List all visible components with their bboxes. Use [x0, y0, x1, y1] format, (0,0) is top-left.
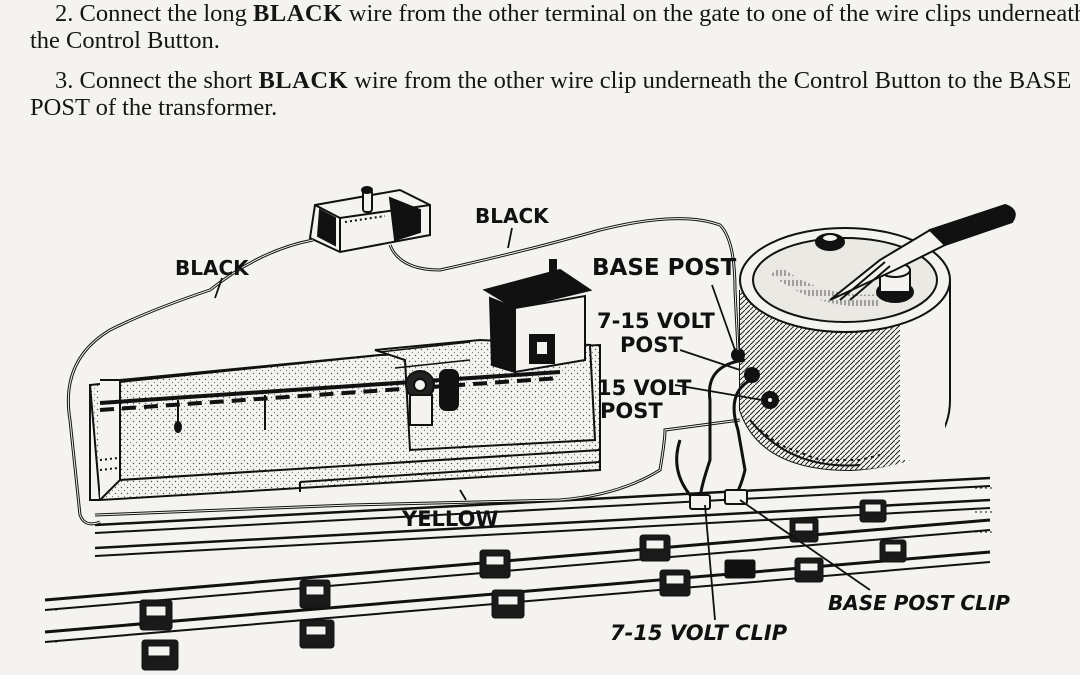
label-15-volt-post-line2: POST — [600, 399, 663, 423]
label-base-post-clip: BASE POST CLIP — [828, 591, 1010, 615]
instruction-step-3: 3. Connect the short BLACK wire from the… — [30, 67, 1080, 121]
step-2-wire-color: BLACK — [253, 0, 343, 27]
diagram-labels: BLACK BLACK BASE POST 7-15 VOLT POST 15 … — [175, 204, 1010, 645]
track-ties — [139, 499, 907, 671]
label-7-15-volt-clip: 7-15 VOLT CLIP — [610, 621, 788, 645]
label-7-15-volt-post-line2: POST — [620, 333, 683, 357]
label-15-volt-post-line1: 15 VOLT — [597, 376, 692, 400]
instruction-step-2: 2. Connect the long BLACK wire from the … — [30, 0, 1080, 54]
leader-lines — [214, 227, 871, 621]
label-base-post: BASE POST — [592, 255, 737, 281]
transformer — [731, 203, 1016, 472]
step-3-wire-color: BLACK — [258, 67, 349, 94]
label-black-long: BLACK — [175, 256, 250, 280]
label-black-short: BLACK — [475, 204, 550, 228]
step-3-number: 3. — [55, 67, 74, 94]
step-2-text-pre: Connect the long — [79, 0, 247, 27]
label-7-15-volt-post-line1: 7-15 VOLT — [597, 309, 716, 333]
control-button — [308, 186, 431, 254]
step-3-text-pre: Connect the short — [79, 67, 253, 94]
gate-house — [482, 259, 593, 374]
step-3-text-post: wire from the other wire clip underneath… — [30, 67, 1072, 121]
wires — [66, 217, 756, 526]
label-yellow: YELLOW — [401, 507, 499, 531]
step-2-text-post: wire from the other terminal on the gate… — [30, 0, 1080, 54]
step-2-number: 2. — [55, 0, 74, 27]
